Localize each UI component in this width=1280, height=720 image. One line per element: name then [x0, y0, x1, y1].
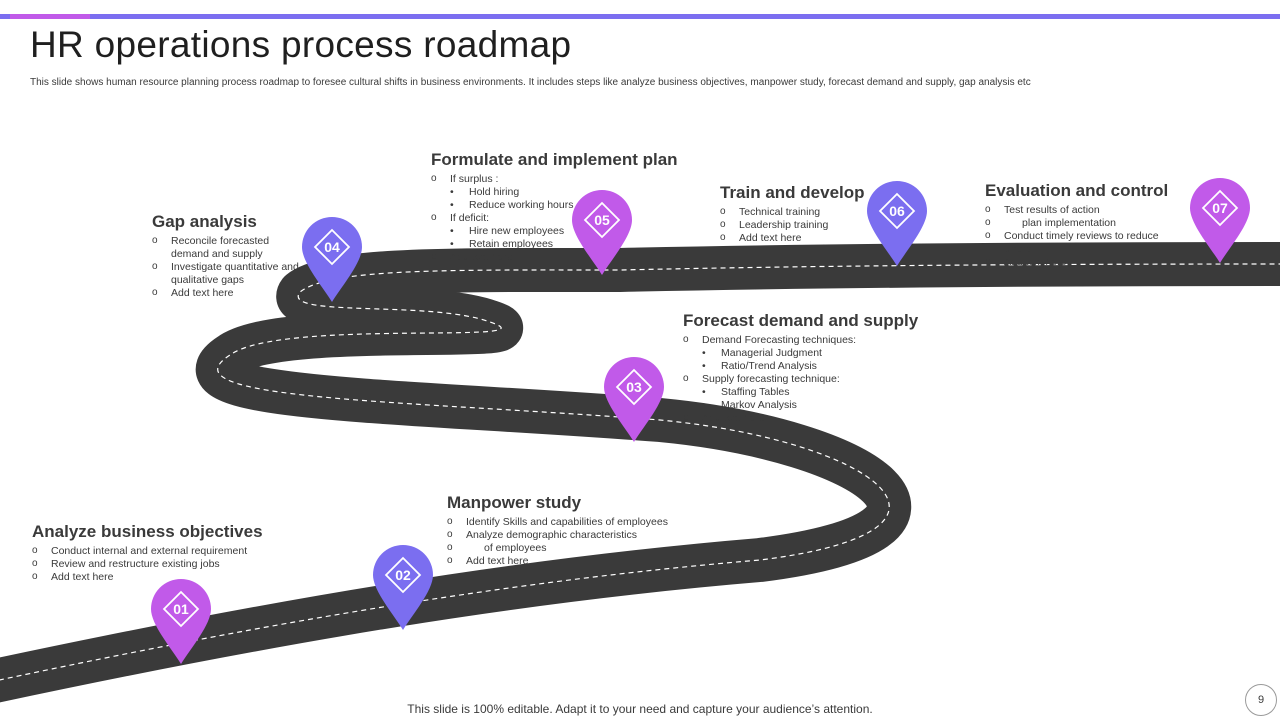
list-item: Add text here: [152, 286, 300, 300]
list-item: Add text here: [32, 570, 282, 584]
list-item-text: plan implementation: [1022, 217, 1116, 229]
list-item-text: If deficit:: [450, 212, 490, 224]
marker-number: 06: [889, 203, 905, 219]
diamond-frame: [162, 590, 200, 628]
map-pin-icon: [604, 357, 664, 442]
top-accent-bar: [0, 14, 1280, 19]
diamond-frame: [615, 368, 653, 406]
step-formulate-implement-plan: Formulate and implement plan If surplus …: [431, 150, 678, 264]
list-item: Review and restructure existing jobs: [32, 557, 282, 571]
map-pin-icon: [1190, 178, 1250, 263]
marker-pin-02: 02: [373, 545, 433, 630]
marker-number: 07: [1212, 200, 1228, 216]
list-item-text: Demand Forecasting techniques:: [702, 334, 857, 346]
step-train-develop: Train and develop Technical training Lea…: [720, 183, 870, 245]
list-item: Conduct timely reviews to reduce errors: [985, 229, 1170, 256]
marker-pin-07: 07: [1190, 178, 1250, 263]
list-item: Add text here: [985, 255, 1170, 269]
marker-pin-06: 06: [867, 181, 927, 266]
marker-pin-04: 04: [302, 217, 362, 302]
list-item-text: If surplus :: [450, 173, 499, 185]
slide-title: HR operations process roadmap: [30, 24, 572, 65]
list-item: Add text here: [431, 250, 631, 264]
marker-number: 03: [626, 379, 642, 395]
list-item: Leadership training: [720, 218, 870, 232]
map-pin-icon: [302, 217, 362, 302]
step-title: Forecast demand and supply: [683, 311, 919, 330]
marker-pin-03: 03: [604, 357, 664, 442]
list-item: Investigate quantitative and qualitative…: [152, 260, 300, 287]
step-title: Analyze business objectives: [32, 522, 263, 541]
marker-number: 02: [395, 567, 411, 583]
sub-list-item: Reduce working hours: [450, 199, 631, 212]
slide-subtitle: This slide shows human resource planning…: [30, 77, 1031, 88]
step-forecast-demand-supply: Forecast demand and supply Demand Foreca…: [683, 311, 923, 425]
footer-note: This slide is 100% editable. Adapt it to…: [407, 702, 873, 716]
list-item: Add text here: [683, 411, 923, 425]
list-item-text: Supply forecasting technique:: [702, 373, 840, 385]
marker-number: 04: [324, 239, 340, 255]
sub-list-item: Hold hiring: [450, 186, 631, 199]
list-item: Technical training: [720, 205, 870, 219]
step-title: Gap analysis: [152, 212, 257, 231]
step-evaluation-control: Evaluation and control Test results of a…: [985, 181, 1170, 269]
sub-list-item: Retain employees: [450, 238, 631, 251]
diamond-frame: [313, 228, 351, 266]
diamond-frame: [384, 556, 422, 594]
list-item: Identify Skills and capabilities of empl…: [447, 515, 707, 529]
sub-list-item: Markov Analysis: [702, 399, 923, 412]
list-item: Test results of action: [985, 203, 1170, 217]
diamond-frame: [1201, 189, 1239, 227]
sub-list-item: Hire new employees: [450, 225, 631, 238]
step-gap-analysis: Gap analysis Reconcile forecasted demand…: [152, 212, 300, 300]
list-item: Add text here: [447, 554, 707, 568]
list-item: plan implementation: [985, 216, 1170, 230]
list-item: Conduct internal and external requiremen…: [32, 544, 282, 558]
list-item: of employees: [447, 541, 707, 555]
step-manpower-study: Manpower study Identify Skills and capab…: [447, 493, 707, 568]
step-title: Train and develop: [720, 183, 865, 202]
marker-pin-01: 01: [151, 579, 211, 664]
sub-list-item: Ratio/Trend Analysis: [702, 360, 923, 373]
step-title: Evaluation and control: [985, 181, 1169, 200]
road-center-line: [0, 263, 1280, 681]
list-item: Reconcile forecasted demand and supply: [152, 234, 300, 261]
step-title: Formulate and implement plan: [431, 150, 678, 169]
diamond-frame: [878, 192, 916, 230]
marker-number: 01: [173, 601, 189, 617]
map-pin-icon: [151, 579, 211, 664]
list-item: If deficit: Hire new employees Retain em…: [431, 211, 631, 251]
list-item-text: of employees: [484, 542, 547, 554]
list-item: Supply forecasting technique: Staffing T…: [683, 372, 923, 412]
page-number: 9: [1245, 684, 1277, 716]
sub-list-item: Managerial Judgment: [702, 347, 923, 360]
step-title: Manpower study: [447, 493, 582, 512]
list-item: Demand Forecasting techniques: Manageria…: [683, 333, 923, 373]
map-pin-icon: [373, 545, 433, 630]
list-item: Analyze demographic characteristics: [447, 528, 707, 542]
map-pin-icon: [867, 181, 927, 266]
list-item: Add text here: [720, 231, 870, 245]
step-analyze-business-objectives: Analyze business objectives Conduct inte…: [32, 522, 282, 584]
list-item: If surplus : Hold hiring Reduce working …: [431, 172, 631, 212]
top-accent-highlight: [10, 14, 90, 19]
sub-list-item: Staffing Tables: [702, 386, 923, 399]
